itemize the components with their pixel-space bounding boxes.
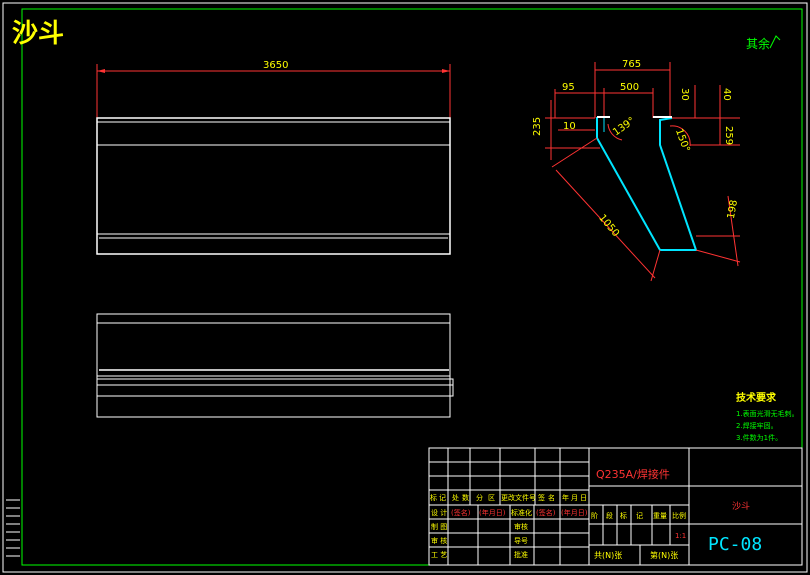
surface-note: 其余 [746,36,770,51]
part-name-label: 沙斗 [732,501,750,512]
row-design-sig2: (签名) [536,508,556,517]
tech-requirements: 技术要求 1.表面光滑无毛刺。 2.焊接牢固。 3.件数为1件。 [736,391,799,442]
rev-header-8: 签 [538,493,545,502]
tech-item-3: 3.件数为1件。 [736,433,782,442]
rev-header-1: 标 [430,493,437,502]
rev-header-6: 区 [488,494,495,502]
sheets-total: 共(N)张 [594,551,622,560]
stage-header-5: 重量 [653,512,667,520]
sheet-number: 第(N)张 [650,550,678,560]
left-edge-marks [6,499,20,557]
dim-198-label: 198 [726,199,740,220]
dim-30-label: 30 [679,88,690,101]
drawing-number: PC-08 [708,534,762,555]
title-block [428,447,803,566]
inner-border [21,8,803,566]
angle-150-label: 150° [673,127,692,153]
tech-heading: 技术要求 [736,391,777,404]
row-draw-label: 制 图 [431,522,447,531]
dim-10-label: 10 [563,121,576,132]
material-label: Q235A/焊接件 [596,467,670,481]
rev-header-2: 记 [439,494,446,502]
rev-header-7: 更改文件号 [501,493,536,502]
title-block-text: Q235A/焊接件 沙斗 PC-08 标 记 处 数 分 区 更改文件号 签 名… [430,467,762,560]
front-view: 3650 [96,60,451,255]
row-design-label2: 标准化 [511,508,532,517]
dim-95-label: 95 [562,82,575,93]
dim-765-label: 765 [622,59,641,70]
dim-1050-label: 1050 [596,213,621,240]
row-review-label: 审 核 [431,536,447,545]
rev-header-12: 日 [580,494,587,502]
stage-header-2: 段 [606,511,613,520]
row-process-label2: 批准 [514,550,528,559]
top-view [96,313,454,418]
rev-header-11: 月 [571,494,578,502]
front-outline [96,117,451,255]
stage-header-3: 标 [620,511,627,520]
stage-header-4: 记 [636,512,643,520]
drawing-title: 沙斗 [12,19,64,49]
dim-500-label: 500 [620,82,639,93]
rev-header-5: 分 [476,493,483,502]
rev-header-3: 处 [452,493,459,502]
section-view: 765 500 95 30 40 259 235 10 139° 150° 10… [532,59,741,282]
angle-139-label: 139° [611,115,637,138]
tech-item-1: 1.表面光滑无毛刺。 [736,409,799,418]
stage-header-1: 阶 [591,511,598,520]
rev-header-9: 名 [548,493,555,502]
row-design-sig: (签名) [451,508,471,517]
scale-value: 1:1 [675,532,686,540]
rev-header-4: 数 [462,493,469,502]
roughness-symbol [769,35,781,49]
row-design-date2: (年月日) [561,508,588,517]
dim-259-label: 259 [723,126,734,145]
row-process-label: 工 艺 [431,551,447,559]
row-review-label2: 导号 [514,537,528,545]
row-design-label: 设 计 [431,508,447,517]
dim-235-label: 235 [532,117,543,136]
row-design-date: (年月日) [479,508,506,517]
row-draw-label2: 审核 [514,522,528,531]
rev-header-10: 年 [562,493,569,502]
tech-item-2: 2.焊接牢固。 [736,421,778,430]
dim-40-label: 40 [721,88,732,101]
stage-header-6: 比例 [672,511,686,520]
dim-length-label: 3650 [263,60,288,71]
